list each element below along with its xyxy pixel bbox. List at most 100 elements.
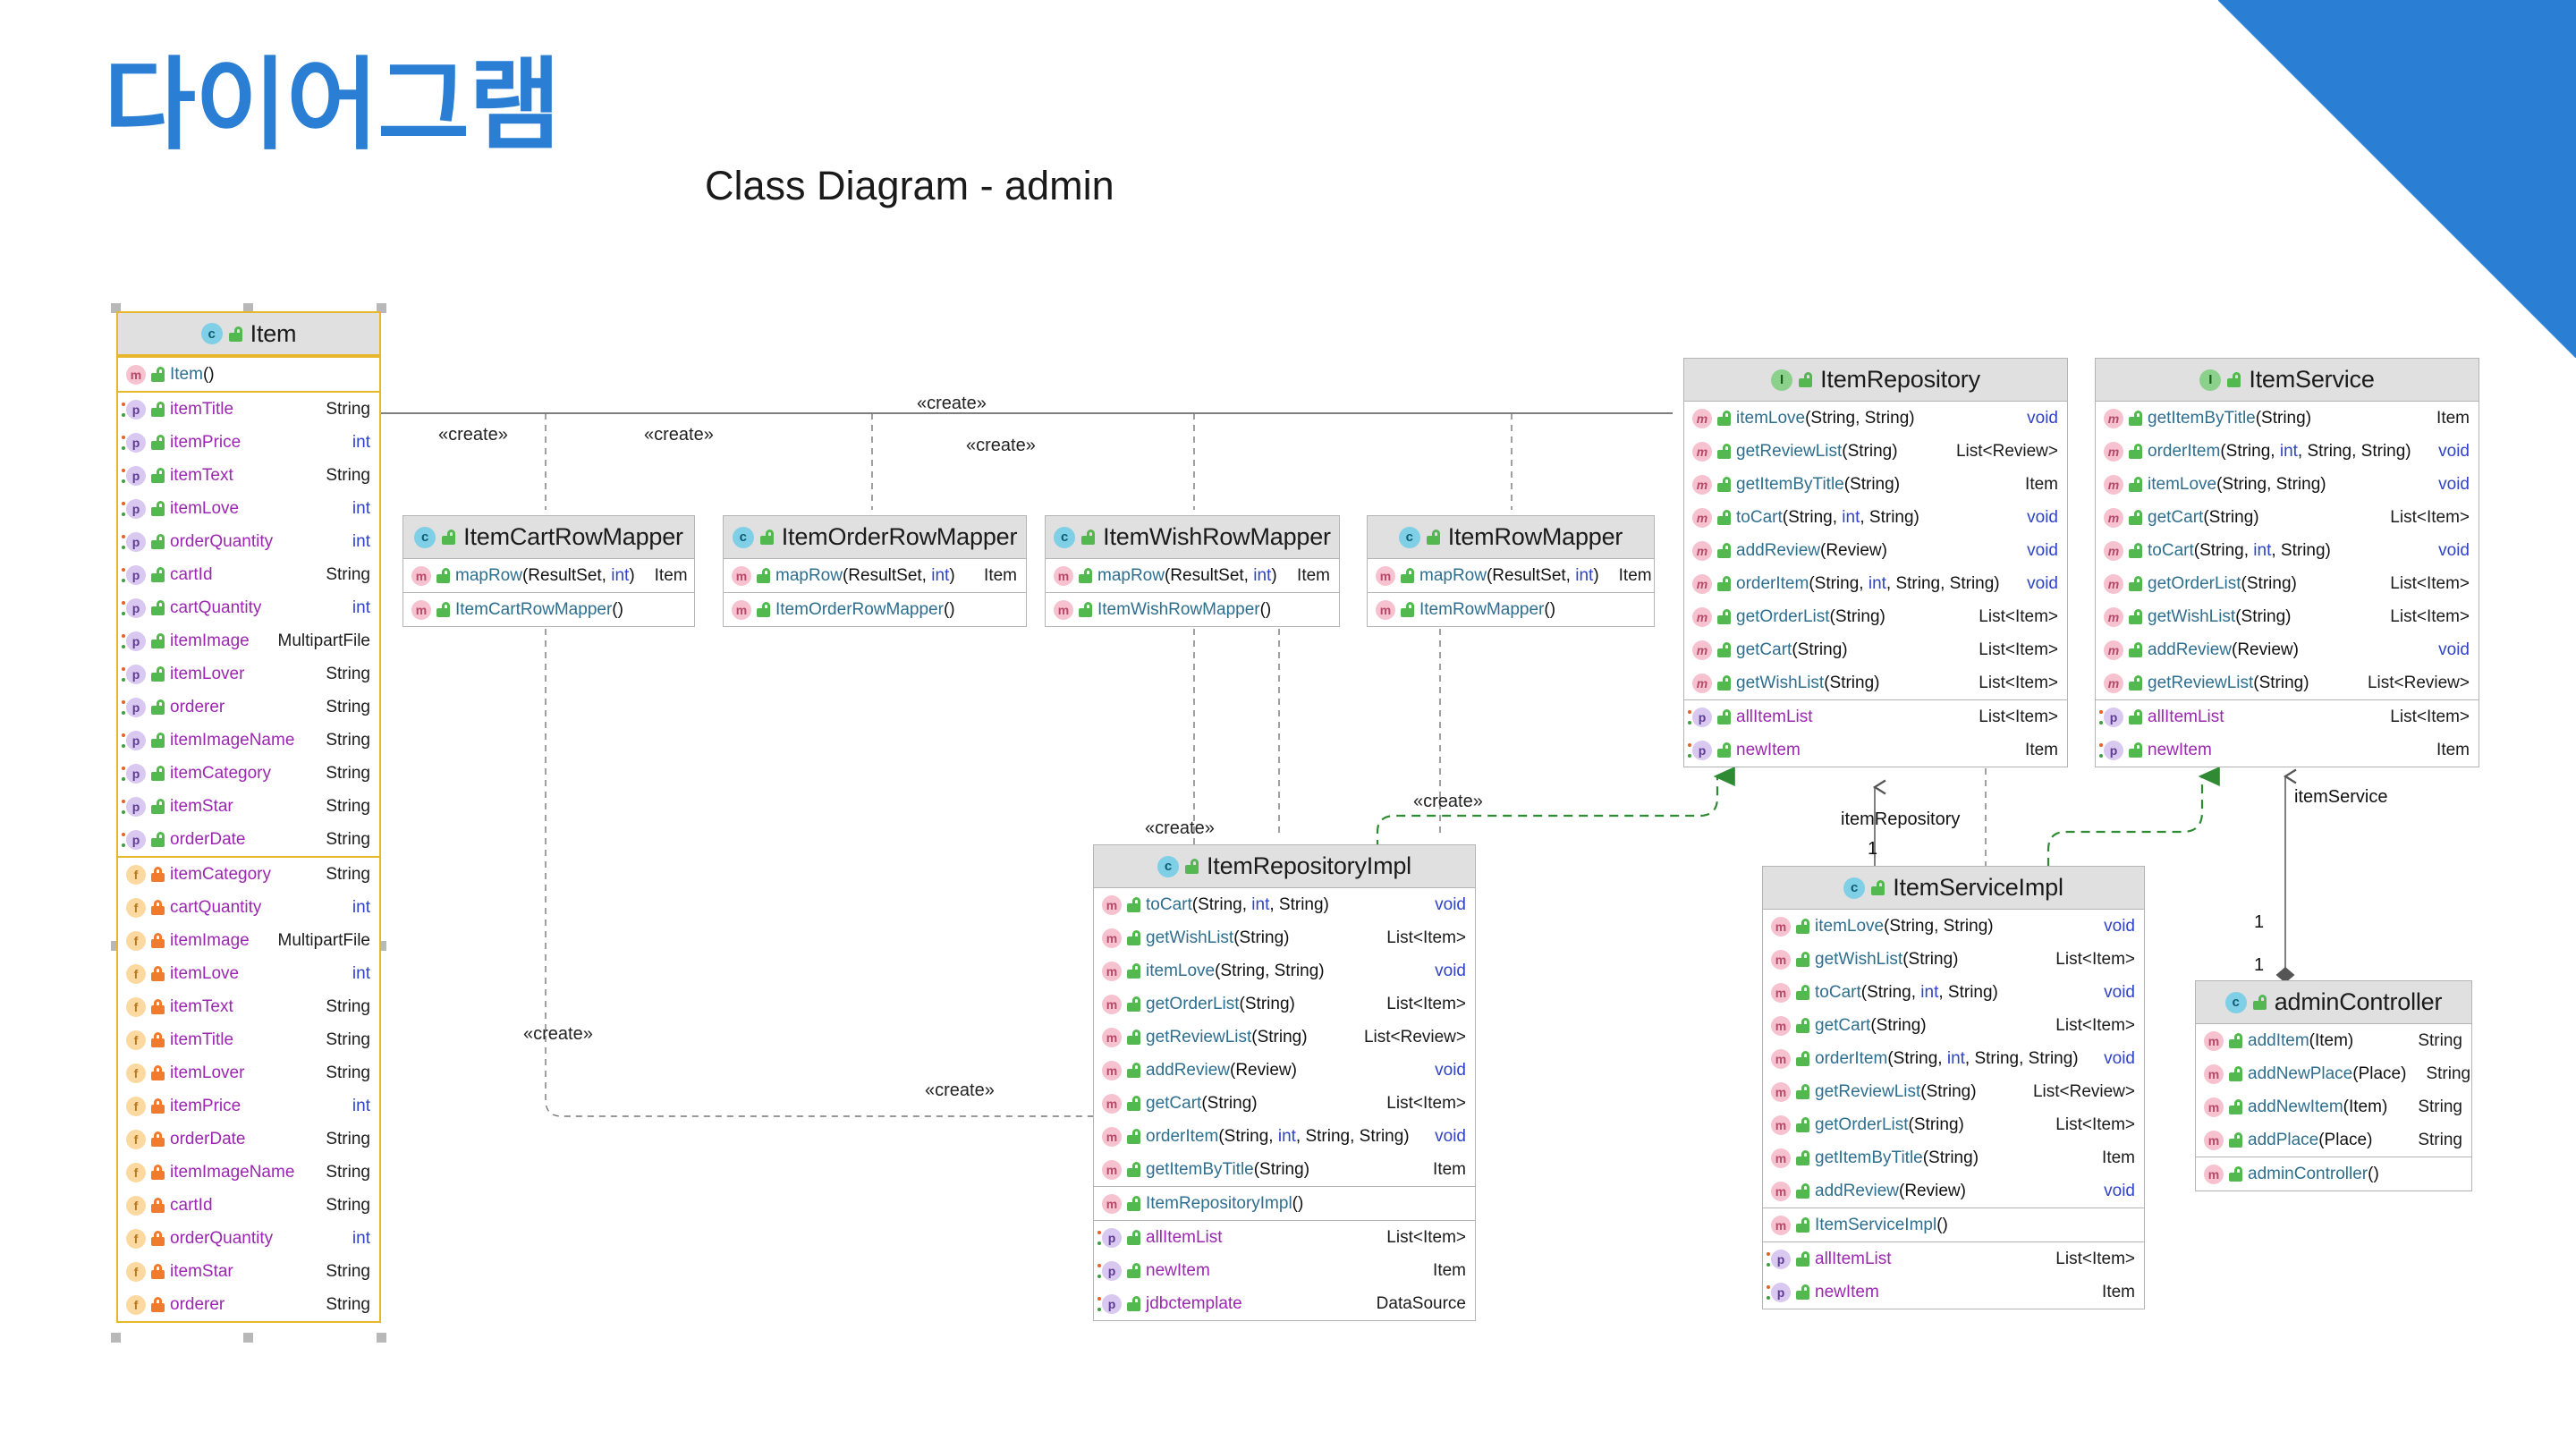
selection-handle[interactable] xyxy=(243,1333,253,1343)
selection-handle[interactable] xyxy=(377,303,386,313)
selection-handle[interactable] xyxy=(111,941,121,951)
selection-handle[interactable] xyxy=(243,303,253,313)
selection-handle[interactable] xyxy=(111,1333,121,1343)
selection-handle[interactable] xyxy=(111,303,121,313)
